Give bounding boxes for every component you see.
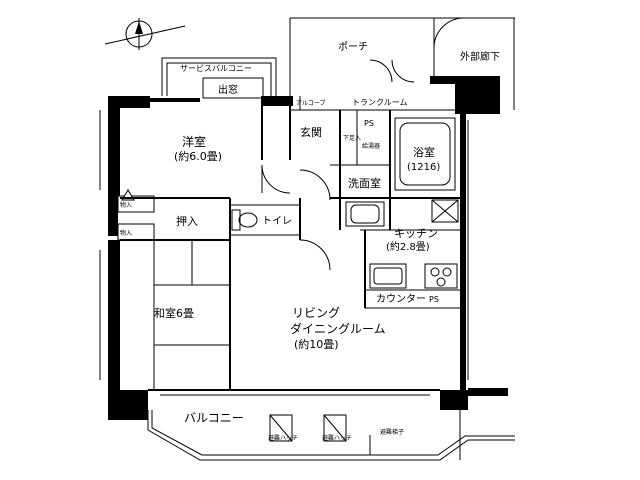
storage-small-label: 物入 <box>120 201 132 209</box>
porch-area <box>289 17 515 110</box>
western-room-label: 洋室 <box>182 134 206 149</box>
water-heater-label: 給湯器 <box>362 142 380 150</box>
ps-kitchen-label: PS <box>429 295 439 304</box>
toilet-icon <box>231 209 258 231</box>
sink-icon <box>369 263 407 289</box>
porch-label: ポーチ <box>338 41 368 53</box>
balcony-label: バルコニー <box>184 411 244 425</box>
living-size: (約10畳) <box>294 337 339 351</box>
hatch-1-label: 避難ハッチ <box>268 434 298 442</box>
shoe-storage-label: 下足入 <box>343 135 361 142</box>
entrance-label: 玄関 <box>300 125 322 139</box>
trunk-room-label: トランクルーム <box>352 98 408 107</box>
kitchen-size: (約2.8畳) <box>386 240 430 253</box>
windows <box>99 110 469 396</box>
doors <box>261 59 415 271</box>
ps-top-label: PS <box>364 119 374 128</box>
bathroom-label: 浴室 <box>413 145 435 159</box>
kitchen-label: キッチン <box>394 227 438 240</box>
compass-icon <box>104 18 186 50</box>
service-balcony <box>161 57 277 99</box>
stove-icon <box>424 263 458 289</box>
outer-corridor-label: 外部廊下 <box>460 50 500 63</box>
closet-small-label: 物入 <box>120 229 132 237</box>
bathroom-size: (1216) <box>407 162 440 173</box>
downstairs-ladder-label: 避難梯子 <box>380 428 404 436</box>
range-hood-icon <box>431 199 459 223</box>
toilet-label: トイレ <box>262 216 292 227</box>
exterior-walls <box>108 76 508 420</box>
tatami <box>153 239 231 391</box>
bathtub-icon <box>394 117 456 191</box>
washbasin-icon <box>345 201 385 227</box>
alcove-label: アルコーブ <box>296 99 325 107</box>
western-room-size: (約6.0畳) <box>174 149 222 163</box>
hatch-2-label: 避難ハッチ <box>322 434 352 442</box>
mb-label: MB <box>456 85 468 94</box>
living-label-1: リビング <box>292 306 340 320</box>
counter-label: カウンター <box>376 293 426 305</box>
balcony-area <box>147 410 515 461</box>
closet-label: 押入 <box>176 214 198 228</box>
bay-window-label: 出窓 <box>218 83 238 96</box>
service-balcony-label: サービスバルコニー <box>180 64 252 73</box>
japanese-room-label: 和室6畳 <box>154 306 194 320</box>
living-label-2: ダイニングルーム <box>290 321 386 336</box>
washroom-label: 洗面室 <box>348 176 381 190</box>
